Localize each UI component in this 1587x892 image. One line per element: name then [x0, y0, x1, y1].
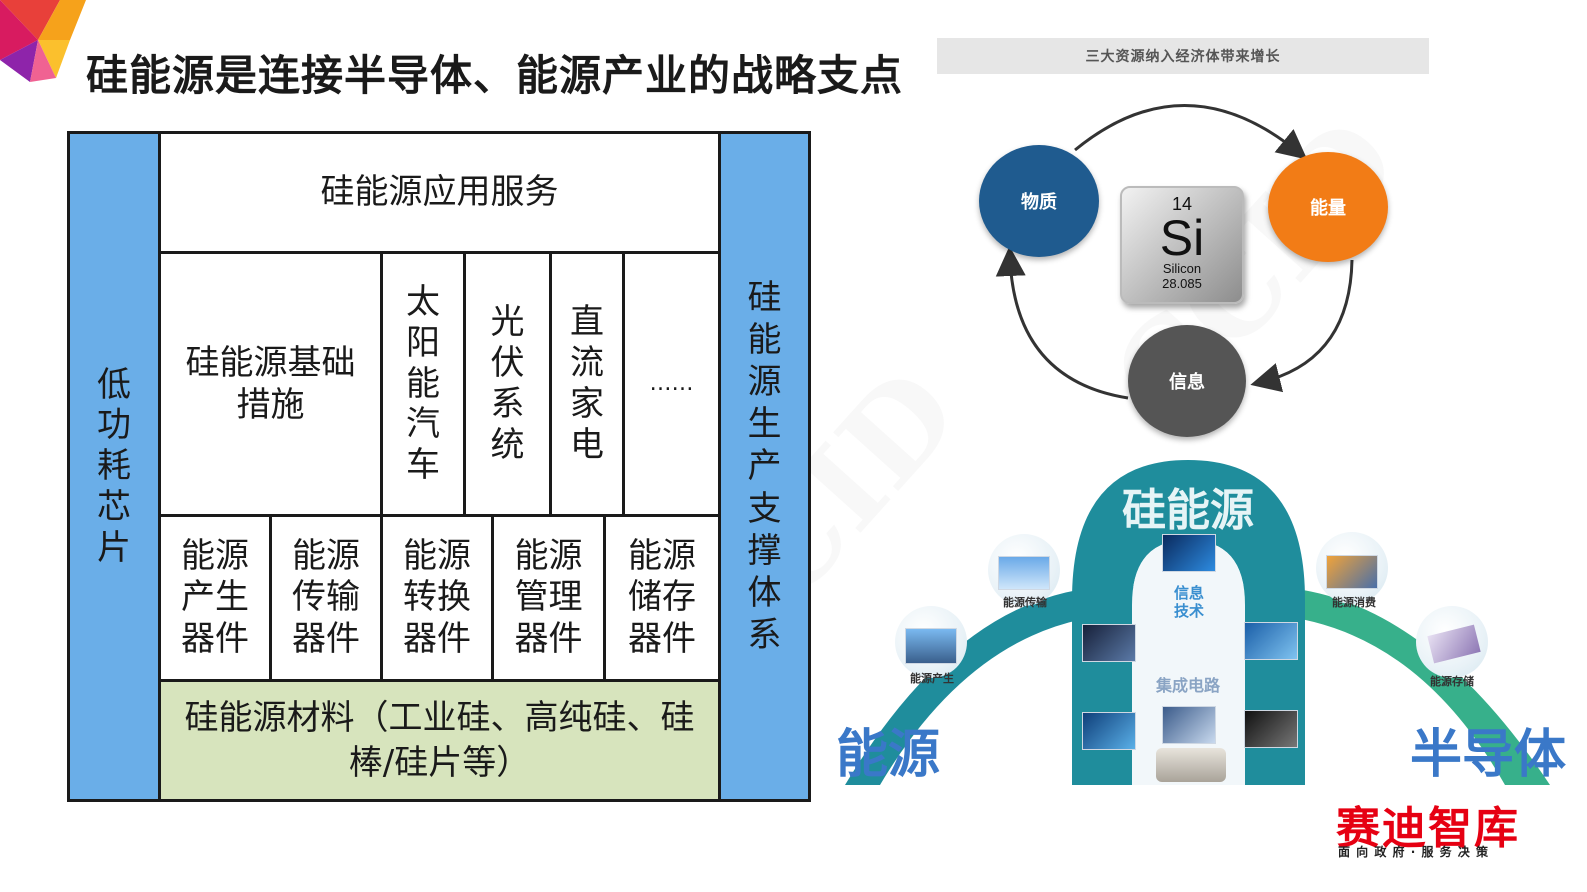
solar-thumbnail: [905, 628, 957, 664]
semiconductor-word: 半导体: [1410, 725, 1567, 785]
device-management: 能源管理器件: [494, 517, 606, 682]
materials-label: 硅能源材料（工业硅、高纯硅、硅棒/硅片等）: [184, 698, 695, 783]
bubble-label-consumption: 能源消费: [1332, 596, 1376, 609]
page-title: 硅能源是连接半导体、能源产业的战略支点: [86, 51, 904, 100]
resource-cycle-arrows: [995, 104, 1354, 400]
wafer-stack: [1156, 748, 1226, 782]
device-conversion: 能源转换器件: [383, 517, 494, 682]
element-name: Silicon: [1162, 261, 1202, 276]
left-pillar: 低功耗芯片: [70, 134, 161, 799]
energy-word: 能源: [836, 725, 941, 785]
app-pv-system: 光伏系统: [466, 254, 552, 517]
corner-logo-decoration: [0, 0, 86, 82]
car-thumbnail: [1082, 624, 1136, 662]
bubble-label-storage: 能源存储: [1430, 675, 1474, 688]
element-symbol: Si: [1159, 210, 1205, 266]
infrastructure-label: 硅能源基础措施: [185, 342, 356, 426]
infrastructure-cell: 硅能源基础措施: [161, 254, 383, 517]
left-pillar-text: 低功耗芯片: [97, 364, 131, 568]
bubble-label-transmission: 能源传输: [1003, 596, 1047, 609]
bubble-label-generation: 能源产生: [910, 672, 954, 685]
application-service-label: 硅能源应用服务: [320, 172, 559, 213]
energy-circle: 能量: [1268, 152, 1388, 262]
energy-semiconductor-arcs: [845, 460, 1550, 785]
right-pillar-text: 硅能源生产支撑体系: [747, 277, 782, 656]
it-label: 信息技术: [1173, 584, 1204, 620]
tunnel-thumbnail: [1244, 710, 1298, 748]
arch-title: 硅能源: [1122, 485, 1254, 536]
app-dc-appliance: 直流家电: [552, 254, 625, 517]
application-service-row: 硅能源应用服务: [161, 134, 718, 254]
tower-thumbnail: [998, 556, 1050, 590]
materials-row: 硅能源材料（工业硅、高纯硅、硅棒/硅片等）: [161, 682, 718, 799]
element-number: 14: [1171, 194, 1193, 214]
board-thumbnail: [1162, 706, 1216, 744]
circuit-thumbnail: [1244, 622, 1298, 660]
city-thumbnail: [1082, 712, 1136, 750]
info-circle: 信息: [1128, 325, 1246, 437]
material-circle: 物质: [979, 145, 1099, 257]
app-more: ……: [625, 254, 718, 517]
brand-logo: 赛迪智库: [1336, 803, 1520, 854]
device-storage: 能源储存器件: [606, 517, 718, 682]
app-solar-car: 太阳能汽车: [383, 254, 466, 517]
silicon-energy-diagram: 低功耗芯片 硅能源生产支撑体系 硅能源应用服务 硅能源基础措施 太阳能汽车 光伏…: [67, 131, 811, 802]
device-generation: 能源产生器件: [161, 517, 272, 682]
silicon-element-tile: 14 Si Silicon 28.085: [1120, 186, 1244, 304]
right-pillar: 硅能源生产支撑体系: [718, 134, 808, 799]
brand-tagline: 面 向 政 府 · 服 务 决 策: [1338, 845, 1489, 859]
illustration-banner: 三大资源纳入经济体带来增长: [937, 38, 1429, 74]
device-transmission: 能源传输器件: [272, 517, 383, 682]
element-mass: 28.085: [1162, 276, 1202, 291]
chip-thumbnail: [1162, 534, 1216, 572]
ic-label: 集成电路: [1156, 676, 1221, 695]
factory-thumbnail: [1326, 555, 1378, 589]
